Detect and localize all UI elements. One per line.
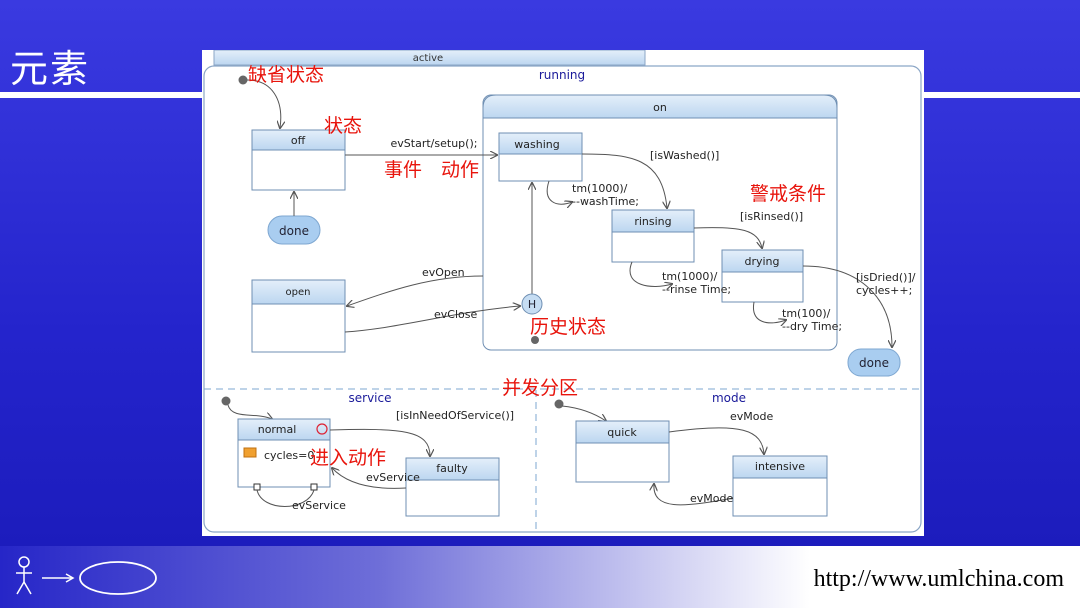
- annotation-guard: 警戒条件: [750, 183, 826, 205]
- history-dot: [531, 336, 539, 344]
- svg-text:open: open: [286, 287, 311, 298]
- label-evmode-1: evMode: [730, 410, 773, 423]
- label-tm-wash-2: --washTime;: [572, 195, 639, 208]
- state-off: off: [251, 129, 346, 191]
- state-normal: normal cycles=0: [237, 418, 331, 491]
- label-tm-wash-1: tm(1000)/: [572, 182, 628, 195]
- state-drying: drying: [721, 249, 804, 303]
- annotation-action: 动作: [441, 159, 479, 181]
- annotation-history-state: 历史状态: [530, 316, 606, 338]
- state-open: open: [251, 279, 346, 353]
- label-evservice-2: evService: [292, 499, 346, 512]
- annotation-concurrent: 并发分区: [502, 377, 578, 399]
- active-state-frame: [203, 65, 922, 533]
- footer-bar: http://www.umlchina.com: [0, 546, 1080, 608]
- state-intensive: intensive: [732, 455, 828, 517]
- initial-state-running: [238, 75, 248, 85]
- svg-text:on: on: [653, 101, 667, 114]
- svg-text:off: off: [291, 134, 306, 147]
- state-quick: quick: [575, 420, 670, 483]
- footer-url: http://www.umlchina.com: [813, 566, 1064, 592]
- label-is-rinsed: [isRinsed()]: [740, 210, 803, 223]
- label-need-service: [isInNeedOfService()]: [396, 409, 514, 422]
- svg-text:washing: washing: [514, 138, 559, 151]
- history-state: H: [521, 293, 543, 315]
- active-tab: active: [213, 50, 646, 66]
- state-rinsing: rinsing: [611, 209, 695, 263]
- initial-state-mode: [554, 399, 564, 409]
- svg-text:intensive: intensive: [755, 460, 805, 473]
- label-is-dried-1: [isDried()]/: [856, 271, 916, 284]
- svg-text:rinsing: rinsing: [634, 215, 671, 228]
- svg-text:faulty: faulty: [436, 462, 468, 475]
- label-tm-rinse-1: tm(1000)/: [662, 270, 718, 283]
- svg-text:quick: quick: [607, 426, 637, 439]
- svg-text:normal: normal: [258, 423, 297, 436]
- state-machine-diagram: active running off done on washing rinsi…: [202, 50, 924, 536]
- label-evmode-2: evMode: [690, 492, 733, 505]
- label-evstart: evStart/setup();: [391, 137, 478, 150]
- uml-usecase-logo-icon: [16, 556, 157, 595]
- annotation-state: 状态: [324, 115, 362, 137]
- region-mode-label: mode: [712, 391, 746, 405]
- state-washing: washing: [498, 132, 583, 182]
- svg-text:done: done: [859, 356, 889, 370]
- annotation-event: 事件: [384, 159, 422, 181]
- svg-text:H: H: [528, 298, 536, 311]
- label-tm-dry-2: --dry Time;: [782, 320, 842, 333]
- annotation-default-state: 缺省状态: [248, 64, 324, 86]
- state-faulty: faulty: [405, 457, 500, 517]
- svg-text:done: done: [279, 224, 309, 238]
- label-tm-rinse-2: --rinse Time;: [662, 283, 731, 296]
- label-is-dried-2: cycles++;: [856, 284, 912, 297]
- label-evservice-1: evService: [366, 471, 420, 484]
- svg-text:drying: drying: [744, 255, 779, 268]
- final-state-done-right: done: [847, 348, 901, 377]
- final-state-done-left: done: [267, 215, 321, 245]
- initial-state-service: [221, 396, 231, 406]
- region-running-label: running: [539, 68, 585, 82]
- slide-title: 元素: [10, 47, 91, 91]
- region-service-label: service: [349, 391, 392, 405]
- active-tab-label: active: [413, 53, 443, 64]
- annotation-entry-action: 进入动作: [310, 447, 386, 469]
- label-is-washed: [isWashed()]: [650, 149, 719, 162]
- normal-entry-attr: cycles=0: [264, 449, 314, 462]
- label-tm-dry-1: tm(100)/: [782, 307, 831, 320]
- label-evclose: evClose: [434, 308, 477, 321]
- label-evopen: evOpen: [422, 266, 465, 279]
